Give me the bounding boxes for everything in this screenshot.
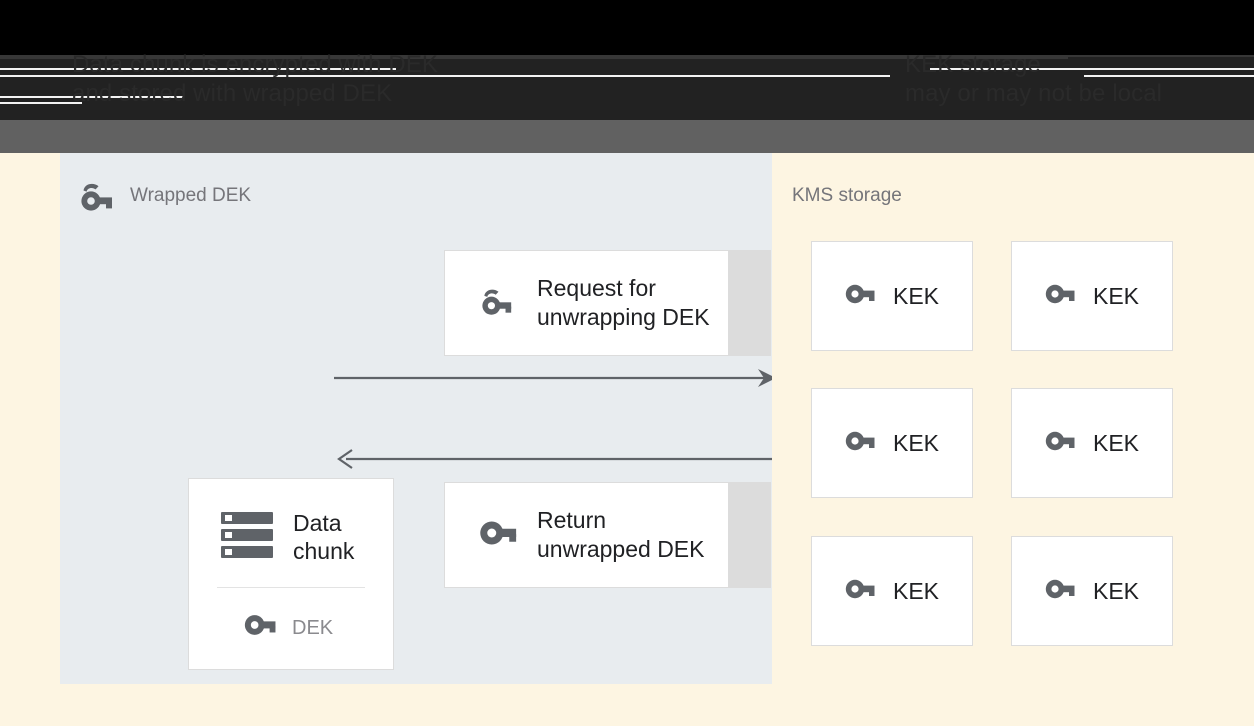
kek-label: KEK bbox=[1092, 282, 1140, 309]
kms-storage-title: KMS storage bbox=[792, 185, 902, 206]
card-clip-strip bbox=[728, 251, 770, 355]
return-arrow bbox=[337, 449, 772, 469]
card-clip-strip bbox=[728, 483, 770, 587]
kek-card[interactable]: KEK bbox=[811, 388, 973, 498]
key-icon bbox=[1045, 429, 1075, 458]
kek-card[interactable]: KEK bbox=[1011, 241, 1173, 351]
return-message-card[interactable]: Return unwrapped DEK bbox=[444, 482, 771, 588]
wrapped-dek-panel: Request for unwrapping DEK Return unwrap… bbox=[60, 153, 772, 684]
kek-card[interactable]: KEK bbox=[811, 536, 973, 646]
kek-label: KEK bbox=[892, 577, 940, 604]
wrapped-key-icon bbox=[78, 179, 118, 218]
header-caption-right: KEK storage may or may not be local bbox=[905, 51, 1163, 107]
request-message-card[interactable]: Request for unwrapping DEK bbox=[444, 250, 771, 356]
data-chunk-label: Data chunk bbox=[293, 510, 355, 564]
key-icon bbox=[1045, 282, 1075, 311]
header-caption-left: Data chunk is encrypted with DEK and sto… bbox=[72, 51, 439, 107]
data-chunk-card[interactable]: Data chunk DEK bbox=[188, 478, 394, 670]
wrapped-key-icon bbox=[479, 285, 517, 322]
key-icon bbox=[845, 577, 875, 606]
request-arrow bbox=[334, 369, 772, 387]
chrome-black-band bbox=[0, 0, 1254, 55]
key-icon bbox=[479, 518, 517, 553]
kek-label: KEK bbox=[1092, 577, 1140, 604]
kek-label: KEK bbox=[1092, 429, 1140, 456]
key-icon bbox=[845, 429, 875, 458]
key-icon bbox=[845, 282, 875, 311]
kek-card[interactable]: KEK bbox=[811, 241, 973, 351]
kek-label: KEK bbox=[892, 282, 940, 309]
kek-card[interactable]: KEK bbox=[1011, 388, 1173, 498]
return-message-label: Return unwrapped DEK bbox=[537, 507, 705, 562]
card-divider bbox=[217, 587, 365, 588]
dek-label: DEK bbox=[292, 616, 334, 639]
kek-card[interactable]: KEK bbox=[1011, 536, 1173, 646]
storage-chunk-icon bbox=[219, 510, 275, 565]
chrome-gray-band bbox=[0, 120, 1254, 153]
wrapped-dek-title: Wrapped DEK bbox=[130, 185, 252, 206]
request-message-label: Request for unwrapping DEK bbox=[537, 275, 710, 330]
kek-label: KEK bbox=[892, 429, 940, 456]
chrome-dark-band bbox=[0, 55, 1254, 120]
key-icon bbox=[244, 612, 276, 643]
key-icon bbox=[1045, 577, 1075, 606]
